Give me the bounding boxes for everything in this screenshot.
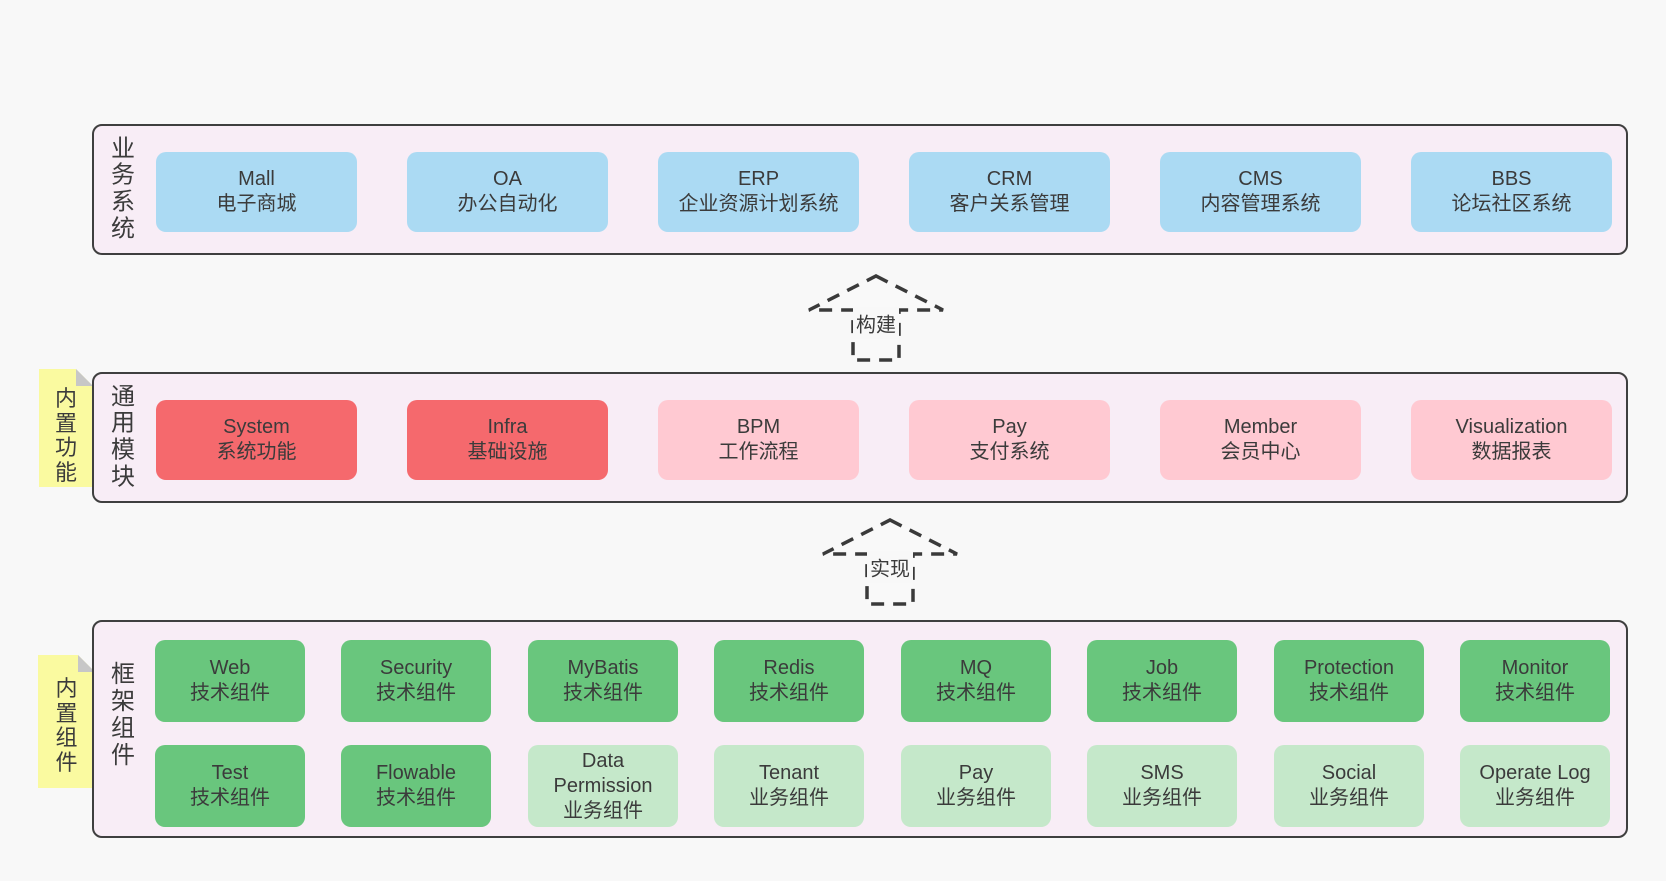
box-subtitle: 客户关系管理	[949, 193, 1070, 215]
box-title: Tenant	[758, 762, 820, 784]
box-subtitle: 技术组件	[563, 682, 643, 704]
box-monitor: Monitor 技术组件	[1460, 640, 1610, 722]
box-erp: ERP 企业资源计划系统	[658, 152, 859, 232]
box-subtitle: 技术组件	[1122, 682, 1202, 704]
box-subtitle: 技术组件	[190, 787, 270, 809]
box-title: MyBatis	[567, 657, 639, 679]
band-common-modules: 通用模块 System 系统功能 Infra 基础设施 BPM 工作流程 Pay…	[92, 372, 1628, 503]
implement-arrow-label: 实现	[867, 551, 913, 583]
band-label-business-systems: 业务系统	[111, 134, 135, 243]
box-mybatis: MyBatis 技术组件	[528, 640, 678, 722]
box-subtitle: 论坛社区系统	[1451, 193, 1572, 215]
box-cms: CMS 内容管理系统	[1160, 152, 1361, 232]
box-subtitle: 基础设施	[467, 441, 548, 463]
box-title: Test	[211, 762, 249, 784]
box-operate-log: Operate Log 业务组件	[1460, 745, 1610, 827]
build-arrow: 构建	[806, 273, 946, 363]
box-subtitle: 技术组件	[376, 682, 456, 704]
box-title: Flowable	[375, 762, 457, 784]
box-system: System 系统功能	[156, 400, 357, 480]
box-title: Redis	[763, 657, 815, 679]
box-subtitle: 会员中心	[1220, 441, 1301, 463]
box-flowable: Flowable 技术组件	[341, 745, 491, 827]
box-redis: Redis 技术组件	[714, 640, 864, 722]
box-subtitle: 内容管理系统	[1200, 193, 1321, 215]
sticky-tab-label: 内置组件	[55, 676, 78, 775]
sticky-tab-built-in-components: 内置组件	[38, 655, 95, 788]
box-web: Web 技术组件	[155, 640, 305, 722]
box-title: ERP	[737, 168, 780, 190]
band-label-framework-components: 框架组件	[111, 661, 135, 769]
box-subtitle: 系统功能	[216, 441, 297, 463]
box-oa: OA 办公自动化	[407, 152, 608, 232]
box-crm: CRM 客户关系管理	[909, 152, 1110, 232]
box-title: Security	[379, 657, 453, 679]
band-framework-components: 框架组件 Web 技术组件 Security 技术组件 MyBatis 技术组件…	[92, 620, 1628, 838]
box-subtitle: 业务组件	[936, 787, 1016, 809]
box-protection: Protection 技术组件	[1274, 640, 1424, 722]
box-subtitle: 技术组件	[749, 682, 829, 704]
box-bbs: BBS 论坛社区系统	[1411, 152, 1612, 232]
box-title: System	[223, 416, 290, 438]
box-title: Job	[1145, 657, 1179, 679]
box-title: Visualization	[1455, 416, 1568, 438]
box-title: BPM	[736, 416, 781, 438]
box-subtitle: 支付系统	[969, 441, 1050, 463]
box-job: Job 技术组件	[1087, 640, 1237, 722]
box-title: Pay	[958, 762, 994, 784]
box-subtitle: 业务组件	[1309, 787, 1389, 809]
box-visualization: Visualization 数据报表	[1411, 400, 1612, 480]
box-subtitle: 技术组件	[1309, 682, 1389, 704]
box-title: BBS	[1491, 168, 1532, 190]
box-subtitle: 业务组件	[563, 799, 643, 822]
box-subtitle: 业务组件	[1122, 787, 1202, 809]
box-subtitle: 技术组件	[376, 787, 456, 809]
box-tenant: Tenant 业务组件	[714, 745, 864, 827]
box-title: Operate Log	[1479, 762, 1591, 784]
box-subtitle: 电子商城	[216, 193, 297, 215]
box-mall: Mall 电子商城	[156, 152, 357, 232]
box-title: MQ	[959, 657, 993, 679]
box-title: Mall	[238, 168, 275, 190]
box-title: Social	[1321, 762, 1377, 784]
box-subtitle: 业务组件	[749, 787, 829, 809]
box-social: Social 业务组件	[1274, 745, 1424, 827]
box-pay-business: Pay 业务组件	[901, 745, 1051, 827]
box-title: SMS	[1140, 762, 1184, 784]
box-data-permission: Data Permission 业务组件	[528, 745, 678, 827]
implement-arrow: 实现	[820, 517, 960, 607]
box-bpm: BPM 工作流程	[658, 400, 859, 480]
box-subtitle: 技术组件	[936, 682, 1016, 704]
box-subtitle: 工作流程	[718, 441, 799, 463]
box-subtitle: 技术组件	[190, 682, 270, 704]
sticky-tab-label: 内置功能	[54, 386, 77, 485]
band-business-systems: 业务系统 Mall 电子商城 OA 办公自动化 ERP 企业资源计划系统 CRM…	[92, 124, 1628, 255]
box-mq: MQ 技术组件	[901, 640, 1051, 722]
box-member: Member 会员中心	[1160, 400, 1361, 480]
box-title: Protection	[1303, 657, 1395, 679]
box-subtitle: 企业资源计划系统	[678, 193, 839, 215]
band-label-common-modules: 通用模块	[111, 382, 135, 491]
box-security: Security 技术组件	[341, 640, 491, 722]
box-title: Pay	[992, 416, 1027, 438]
box-title: Web	[209, 657, 251, 679]
build-arrow-label: 构建	[853, 307, 899, 339]
sticky-tab-built-in-features: 内置功能	[39, 369, 93, 487]
box-title: OA	[493, 168, 522, 190]
box-subtitle: 业务组件	[1495, 787, 1575, 809]
box-title: CRM	[986, 168, 1033, 190]
box-title: CMS	[1238, 168, 1283, 190]
box-title: Member	[1223, 416, 1298, 438]
box-title: Monitor	[1501, 657, 1569, 679]
box-subtitle: 办公自动化	[457, 193, 558, 215]
box-test: Test 技术组件	[155, 745, 305, 827]
box-title: Data Permission	[553, 749, 653, 797]
box-pay: Pay 支付系统	[909, 400, 1110, 480]
box-subtitle: 数据报表	[1471, 441, 1552, 463]
box-infra: Infra 基础设施	[407, 400, 608, 480]
box-subtitle: 技术组件	[1495, 682, 1575, 704]
box-sms: SMS 业务组件	[1087, 745, 1237, 827]
box-title: Infra	[487, 416, 528, 438]
